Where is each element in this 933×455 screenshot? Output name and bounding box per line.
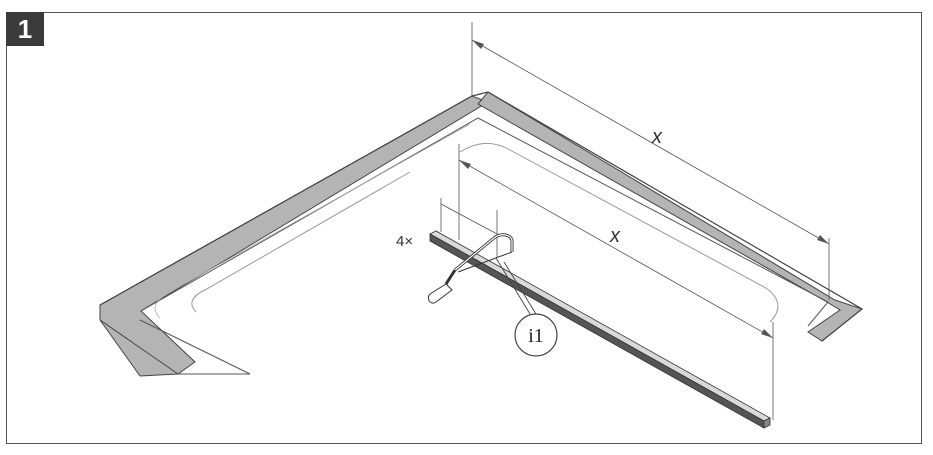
- tray-inner-edge: [140, 117, 829, 327]
- profile-bar-side: [429, 233, 765, 429]
- hacksaw-frame-inner: [454, 234, 513, 271]
- hacksaw-neck: [444, 269, 457, 285]
- inner-dim-arrow-right: [761, 329, 773, 338]
- bar-cut-dimension: [440, 198, 498, 258]
- profile-bar: [429, 230, 771, 429]
- callout-circle: [514, 313, 558, 357]
- tray-basin-outline: [191, 143, 779, 323]
- callout-leader-2: [503, 261, 537, 315]
- step-number-badge: 1: [6, 12, 44, 46]
- inner-dimension-label: x: [609, 225, 621, 247]
- tray-front-edge-2: [139, 319, 251, 375]
- hacksaw-icon: [427, 233, 514, 304]
- outer-dim-arrow-left: [472, 40, 484, 49]
- profile-bar-top: [429, 230, 771, 422]
- inner-dimension: x: [458, 144, 774, 420]
- shower-tray: [99, 91, 864, 377]
- outer-dim-line: [471, 39, 830, 245]
- outer-dimension-label: x: [651, 126, 663, 148]
- callout-leader-1: [495, 257, 531, 315]
- tray-outer-edge: [99, 91, 864, 342]
- hacksaw-blade: [457, 251, 513, 273]
- inner-dim-arrow-left: [459, 160, 471, 169]
- cut-dim-line: [440, 203, 498, 235]
- quantity-label: 4×: [396, 233, 413, 250]
- tray-front-edge-1: [99, 319, 179, 375]
- callout-label: i1: [528, 325, 544, 347]
- profile-bar-end: [763, 417, 771, 429]
- hacksaw-handle: [427, 283, 453, 304]
- tray-rim-right: [477, 91, 864, 342]
- outer-dimension: x: [471, 22, 830, 300]
- tray-basin-outline-2: [154, 123, 471, 319]
- outer-dim-arrow-right: [817, 235, 829, 244]
- inner-dim-line: [458, 159, 774, 339]
- callout-i1: i1: [495, 257, 558, 357]
- tray-rim-left: [99, 95, 490, 377]
